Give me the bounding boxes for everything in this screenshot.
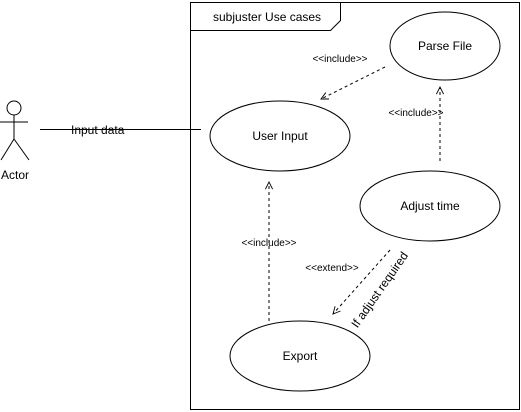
use-case-parse-file-ellipse <box>389 11 501 81</box>
association-label: Input data <box>71 123 125 137</box>
include-parse-to-input-label: <<include>> <box>312 54 367 65</box>
use-case-parse-file-label: Parse File <box>418 39 472 53</box>
association-input-data[interactable]: Input data <box>40 123 201 137</box>
include-adjust-to-parse[interactable]: <<include>> <box>388 87 443 161</box>
actor[interactable]: Actor <box>0 100 30 182</box>
extend-adjust-to-export-arrow <box>333 249 391 314</box>
use-case-user-input-ellipse <box>209 100 351 172</box>
use-case-adjust-time-ellipse <box>359 170 501 242</box>
use-case-export-label: Export <box>283 349 318 363</box>
include-export-to-input-label: <<include>> <box>241 238 296 249</box>
include-adjust-to-parse-label: <<include>> <box>388 108 443 119</box>
include-export-to-input[interactable]: <<include>> <box>241 182 297 321</box>
system-boundary-title: subjuster Use cases <box>213 10 321 24</box>
use-case-adjust-time[interactable]: Adjust time <box>359 170 501 242</box>
use-case-user-input[interactable]: User Input <box>209 100 351 172</box>
actor-right-leg <box>13 138 30 161</box>
include-parse-to-input[interactable]: <<include>> <box>312 54 386 99</box>
use-case-export-ellipse <box>229 320 371 392</box>
use-case-parse-file[interactable]: Parse File <box>389 11 501 81</box>
use-case-user-input-label: User Input <box>252 129 308 143</box>
extend-adjust-to-export-label: <<extend>> <box>305 263 359 274</box>
actor-label: Actor <box>1 168 29 182</box>
actor-head <box>6 100 22 116</box>
use-case-adjust-time-label: Adjust time <box>400 199 460 213</box>
use-case-export[interactable]: Export <box>229 320 371 392</box>
actor-left-leg <box>0 138 15 161</box>
system-boundary-tab <box>190 2 341 31</box>
